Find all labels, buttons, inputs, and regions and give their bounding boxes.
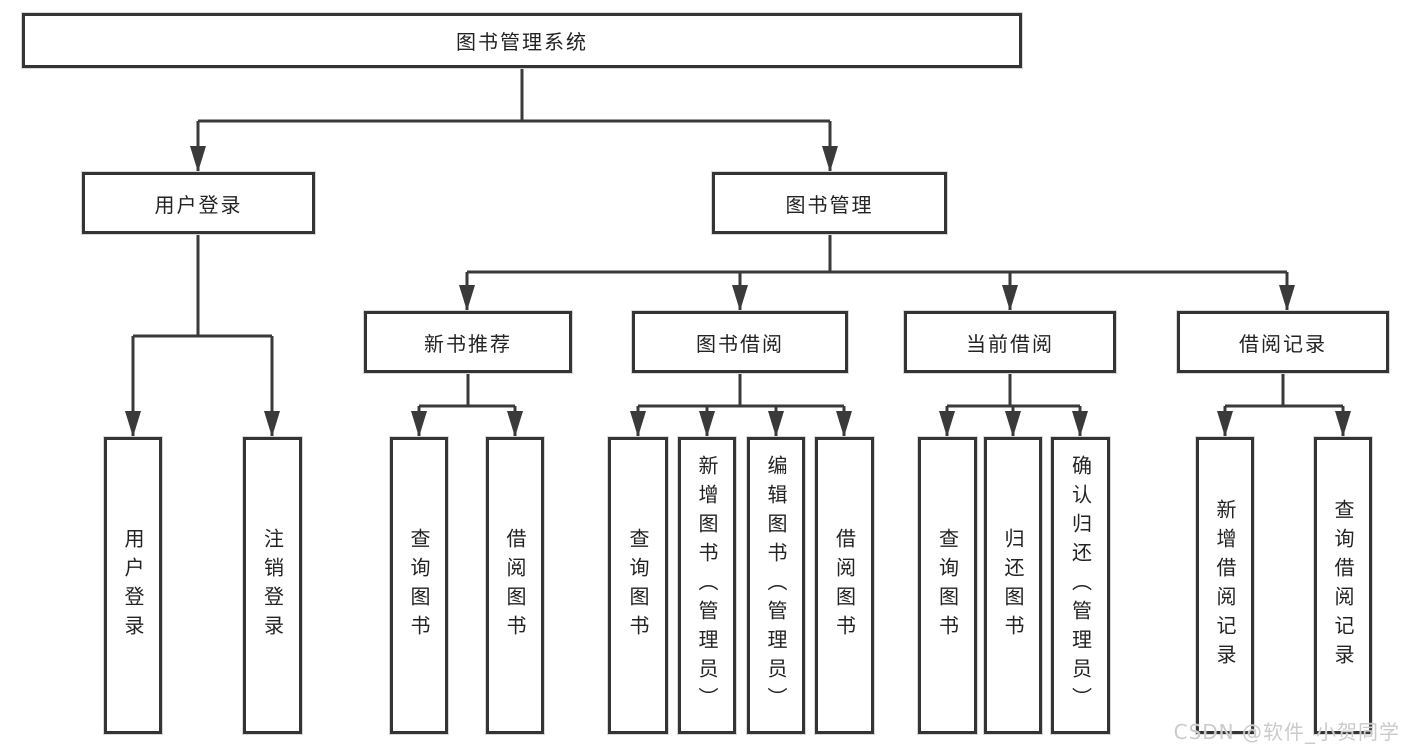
node-section-current-borrow-label: 当前借阅 [966, 331, 1054, 356]
leaf-user-login-label: 用户登录 [121, 527, 145, 644]
node-user-login-label: 用户登录 [154, 192, 243, 217]
leaf-borrow-book-label: 借阅图书 [832, 527, 857, 644]
node-section-new-book-label: 新书推荐 [424, 331, 512, 356]
node-section-current-borrow: 当前借阅 [904, 311, 1116, 373]
leaf-add-book-admin: 新增图书（管理员） [678, 437, 736, 734]
leaf-logout: 注销登录 [243, 437, 302, 734]
node-root-system: 图书管理系统 [22, 13, 1022, 68]
leaf-edit-book-admin-label: 编辑图书（管理员） [764, 455, 788, 716]
leaf-return-book: 归还图书 [984, 437, 1042, 734]
node-section-new-book: 新书推荐 [364, 311, 572, 373]
node-root-label: 图书管理系统 [456, 30, 588, 54]
connector-user-login-to-leaves [125, 234, 280, 437]
connector-new-book-to-leaves [411, 373, 523, 437]
node-section-borrow-record: 借阅记录 [1177, 311, 1389, 373]
leaf-query-borrow-record-label: 查询借阅记录 [1331, 498, 1355, 673]
connector-current-borrow-to-leaves [939, 373, 1088, 437]
node-book-mgmt-label: 图书管理 [785, 192, 874, 217]
leaf-edit-book-admin: 编辑图书（管理员） [747, 437, 805, 734]
leaf-query-borrow-record: 查询借阅记录 [1314, 437, 1372, 734]
connector-book-borrow-to-leaves [630, 373, 852, 437]
leaf-add-borrow-record: 新增借阅记录 [1196, 437, 1254, 734]
csdn-watermark: CSDN @软件_小贺同学 [1173, 720, 1400, 744]
leaf-current-query-book: 查询图书 [918, 437, 977, 734]
leaf-current-query-book-label: 查询图书 [935, 527, 960, 644]
leaf-new-book-borrow-label: 借阅图书 [503, 527, 527, 644]
leaf-new-book-query: 查询图书 [390, 437, 448, 734]
leaf-borrow-query-book: 查询图书 [608, 437, 668, 734]
leaf-new-book-query-label: 查询图书 [407, 527, 431, 644]
connector-book-mgmt-to-sections [459, 234, 1295, 311]
leaf-add-borrow-record-label: 新增借阅记录 [1213, 498, 1237, 673]
leaf-logout-label: 注销登录 [260, 527, 285, 644]
leaf-return-book-label: 归还图书 [1001, 527, 1025, 644]
leaf-add-book-admin-label: 新增图书（管理员） [695, 455, 719, 716]
leaf-user-login: 用户登录 [104, 437, 162, 734]
node-section-borrow-record-label: 借阅记录 [1239, 331, 1327, 356]
connector-root-to-level2 [190, 68, 838, 172]
leaf-new-book-borrow: 借阅图书 [486, 437, 544, 734]
leaf-confirm-return-admin: 确认归还（管理员） [1051, 437, 1110, 734]
node-user-login-branch: 用户登录 [82, 172, 315, 234]
leaf-confirm-return-admin-label: 确认归还（管理员） [1068, 455, 1093, 716]
leaf-borrow-book: 借阅图书 [815, 437, 874, 734]
node-section-book-borrow-label: 图书借阅 [696, 331, 784, 356]
node-book-mgmt-branch: 图书管理 [712, 172, 947, 234]
node-section-book-borrow: 图书借阅 [632, 311, 848, 373]
connector-borrow-record-to-leaves [1217, 373, 1351, 437]
leaf-borrow-query-book-label: 查询图书 [626, 527, 650, 644]
